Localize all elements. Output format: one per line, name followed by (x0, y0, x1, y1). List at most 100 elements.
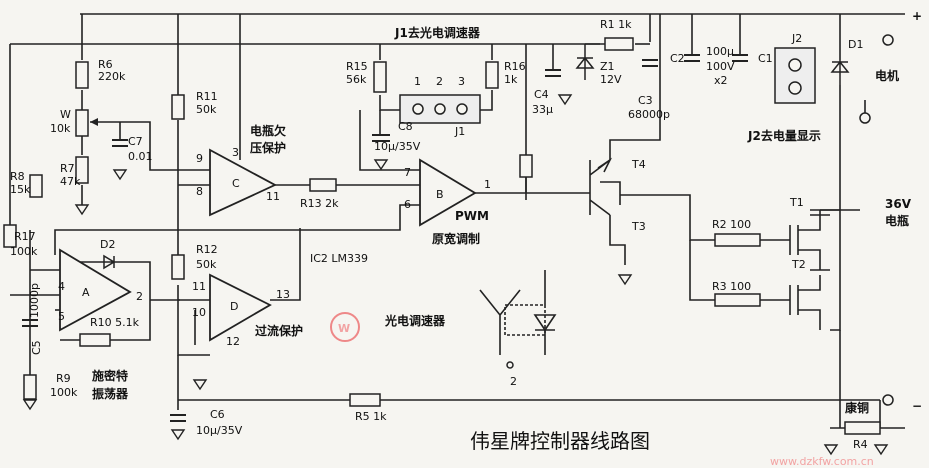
mosfets-t1-t2 (789, 210, 830, 330)
svg-text:10μ/35V: 10μ/35V (196, 424, 243, 437)
terminal-j1-2 (506, 361, 514, 369)
resistor-r4 (844, 421, 881, 435)
diodes (90, 44, 850, 270)
svg-text:R7: R7 (60, 162, 75, 175)
svg-text:2: 2 (136, 290, 143, 303)
svg-text:8: 8 (196, 185, 203, 198)
diode-d2 (90, 254, 130, 270)
svg-text:W: W (60, 108, 71, 121)
svg-text:康铜: 康铜 (845, 400, 869, 415)
svg-text:D2: D2 (100, 238, 115, 251)
svg-text:3: 3 (232, 146, 239, 159)
svg-text:15k: 15k (10, 183, 31, 196)
svg-text:R8: R8 (10, 170, 25, 183)
svg-text:100k: 100k (50, 386, 78, 399)
transistors-t3-t4 (589, 157, 640, 216)
svg-text:2: 2 (510, 375, 517, 388)
svg-text:R9: R9 (56, 372, 71, 385)
watermark-url: www.dzkfw.com.cn (770, 455, 874, 468)
svg-text:C6: C6 (210, 408, 225, 421)
zener-z1 (575, 44, 595, 80)
svg-text:7: 7 (404, 166, 411, 179)
diode-d1 (830, 60, 850, 85)
svg-text:振荡器: 振荡器 (92, 386, 129, 401)
svg-text:B: B (436, 188, 444, 201)
svg-text:W: W (338, 322, 350, 335)
resistor-r13 (309, 178, 337, 192)
svg-text:电机: 电机 (875, 68, 899, 83)
resistor-r6 (75, 61, 89, 89)
resistors (3, 37, 881, 435)
photo-speed-sensor (479, 270, 557, 355)
resistor-r9 (23, 374, 37, 400)
resistor-r10 (79, 333, 111, 347)
svg-text:68000p: 68000p (628, 108, 670, 121)
svg-text:C3: C3 (638, 94, 653, 107)
svg-text:R10 5.1k: R10 5.1k (90, 316, 140, 329)
resistor-r8 (29, 174, 43, 198)
capacitors (22, 54, 748, 422)
resistor-r17 (3, 224, 17, 248)
svg-text:T1: T1 (789, 196, 804, 209)
svg-text:D: D (230, 300, 238, 313)
capacitor-c2 (684, 54, 700, 62)
svg-text:10: 10 (192, 306, 206, 319)
svg-text:T4: T4 (631, 158, 646, 171)
svg-text:33μ: 33μ (532, 103, 553, 116)
svg-text:36V: 36V (885, 197, 912, 211)
terminal-motor (859, 112, 871, 124)
capacitor-c5 (22, 319, 38, 327)
svg-text:J2: J2 (791, 32, 802, 45)
capacitor-c8 (372, 134, 390, 142)
comparator-c (209, 148, 278, 217)
svg-text:C5: C5 (30, 340, 43, 355)
svg-text:J1: J1 (454, 125, 465, 138)
svg-text:3: 3 (458, 75, 465, 88)
capacitor-c1 (732, 54, 748, 62)
svg-text:56k: 56k (346, 73, 367, 86)
svg-text:0.01: 0.01 (128, 150, 153, 163)
opamps (59, 148, 477, 342)
svg-text:R16: R16 (504, 60, 526, 73)
label-r1: R1 1k (600, 18, 632, 31)
wiper-arrow-icon (90, 118, 98, 126)
resistor-r5 (349, 393, 381, 407)
svg-text:C8: C8 (398, 120, 413, 133)
resistor-r15 (373, 61, 387, 93)
comparator-a (59, 248, 132, 332)
svg-text:D1: D1 (848, 38, 863, 51)
svg-text:1000p: 1000p (28, 283, 41, 318)
resistor-r12 (171, 254, 185, 280)
svg-text:T3: T3 (631, 220, 646, 233)
resistor-r1 (604, 37, 634, 51)
svg-text:47k: 47k (60, 175, 81, 188)
capacitor-c3 (642, 59, 658, 67)
svg-text:R3 100: R3 100 (712, 280, 751, 293)
svg-text:Z1: Z1 (600, 60, 615, 73)
svg-text:100k: 100k (10, 245, 38, 258)
svg-text:5: 5 (58, 310, 65, 323)
svg-text:C2: C2 (670, 52, 685, 65)
ground-symbols (22, 94, 889, 456)
resistor-r2 (714, 233, 761, 247)
svg-text:1: 1 (414, 75, 421, 88)
svg-text:2: 2 (436, 75, 443, 88)
resistor-r7 (75, 156, 89, 184)
svg-text:6: 6 (404, 198, 411, 211)
svg-text:电瓶欠: 电瓶欠 (250, 123, 286, 138)
svg-text:13: 13 (276, 288, 290, 301)
resistor-r-pwm-out (519, 154, 533, 178)
svg-text:R2 100: R2 100 (712, 218, 751, 231)
svg-text:施密特: 施密特 (92, 368, 128, 383)
svg-text:10μ/35V: 10μ/35V (374, 140, 421, 153)
svg-text:11: 11 (266, 190, 280, 203)
svg-text:C: C (232, 177, 240, 190)
comparator-b (419, 158, 477, 227)
svg-text:100V: 100V (706, 60, 735, 73)
svg-text:J2去电量显示: J2去电量显示 (747, 128, 821, 143)
svg-text:C7: C7 (128, 135, 143, 148)
svg-text:R4: R4 (853, 438, 868, 451)
svg-text:IC2 LM339: IC2 LM339 (310, 252, 368, 265)
svg-text:x2: x2 (714, 74, 728, 87)
svg-text:50k: 50k (196, 103, 217, 116)
